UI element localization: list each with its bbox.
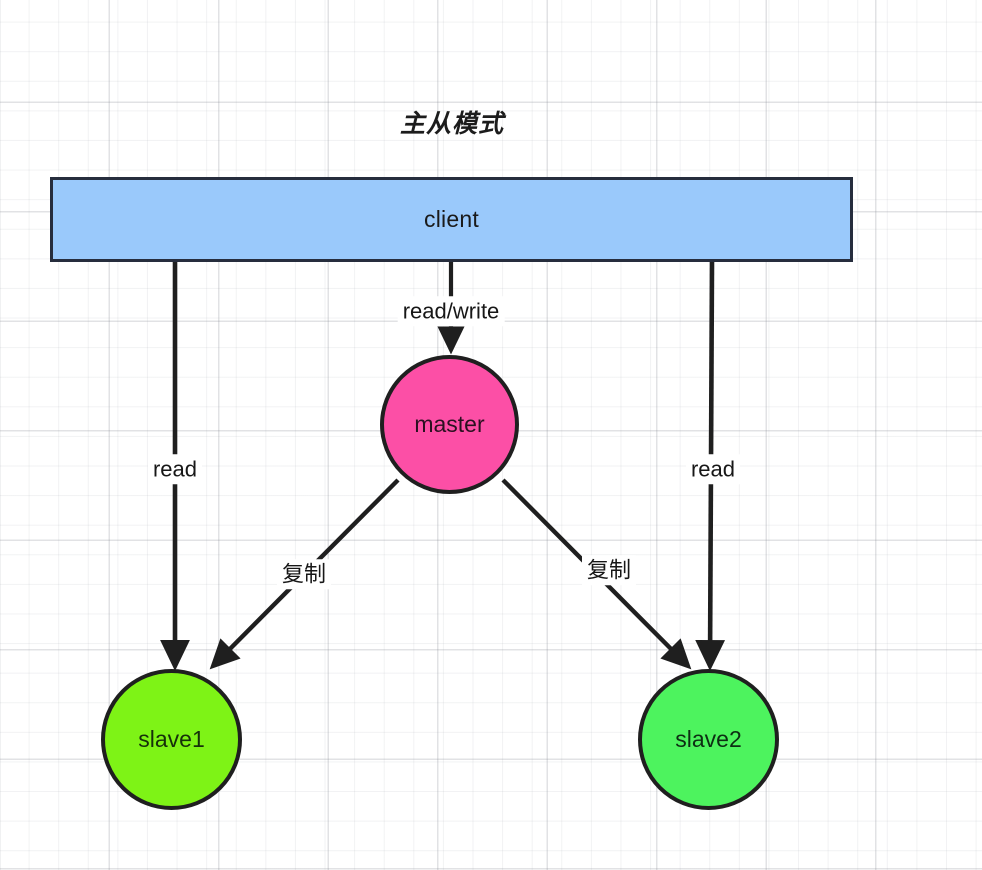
node-slave1[interactable]: slave1 xyxy=(101,669,242,810)
node-slave2[interactable]: slave2 xyxy=(638,669,779,810)
node-slave2-label: slave2 xyxy=(675,726,742,752)
edge-label-replicate-slave2: 复制 xyxy=(581,555,637,585)
node-slave1-label: slave1 xyxy=(138,726,205,752)
edge-label-read-slave2: read xyxy=(685,454,741,484)
node-client[interactable]: client xyxy=(50,177,853,262)
node-master[interactable]: master xyxy=(380,355,519,494)
edge-label-replicate-slave1: 复制 xyxy=(276,559,332,589)
node-client-label: client xyxy=(424,206,479,232)
node-master-label: master xyxy=(414,411,485,437)
diagram-title: 主从模式 xyxy=(399,110,504,138)
edge-label-read-write: read/write xyxy=(397,296,505,326)
edge-label-read-slave1: read xyxy=(147,454,203,484)
